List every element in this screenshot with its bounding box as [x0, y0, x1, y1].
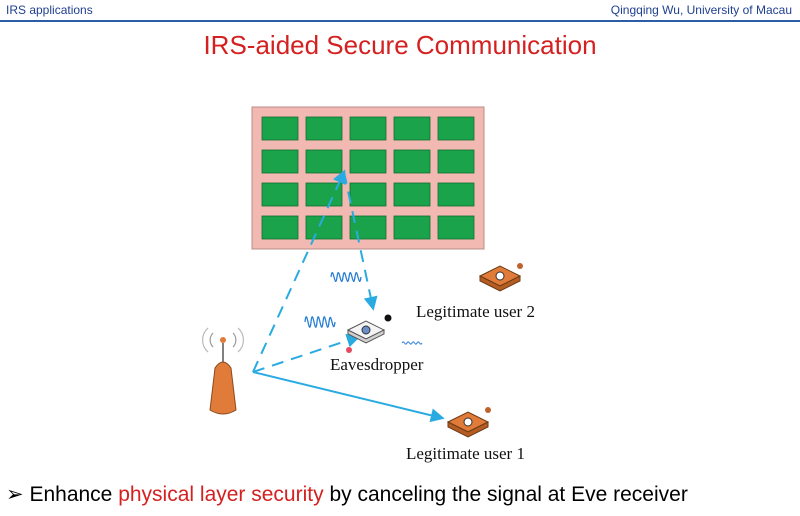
irs-element — [349, 149, 387, 174]
irs-element — [437, 149, 475, 174]
irs-element — [261, 116, 299, 141]
legit-user-1-label: Legitimate user 1 — [406, 444, 525, 463]
irs-element-grid — [261, 116, 475, 240]
irs-element — [349, 182, 387, 207]
waveform-icon — [330, 272, 362, 282]
irs-element — [261, 215, 299, 240]
bullet-text-before: Enhance — [29, 483, 119, 506]
slide-title: IRS-aided Secure Communication — [203, 30, 597, 60]
eavesdropper-label: Eavesdropper — [330, 355, 424, 374]
legit-user-2-label: Legitimate user 2 — [416, 302, 535, 321]
bullet-point: ➢ Enhance physical layer security by can… — [6, 482, 688, 507]
bs-to-irs-path — [252, 169, 346, 373]
header-right-text: Qingqing Wu, University of Macau — [610, 3, 792, 17]
header-left-text: IRS applications — [6, 3, 93, 17]
irs-element — [305, 149, 343, 174]
base-station-icon — [202, 327, 244, 415]
bs-to-user1-path — [252, 371, 445, 423]
irs-element — [261, 149, 299, 174]
eavesdropper-device-icon — [346, 314, 392, 353]
irs-element — [393, 149, 431, 174]
irs-to-eve-path — [343, 171, 378, 311]
irs-element — [437, 116, 475, 141]
bullet-highlight: physical layer security — [118, 483, 324, 506]
irs-panel-icon — [251, 106, 485, 250]
irs-element — [305, 215, 343, 240]
irs-element — [393, 182, 431, 207]
irs-element — [437, 215, 475, 240]
waveform-icon — [304, 316, 336, 328]
irs-element — [349, 215, 387, 240]
irs-element — [349, 116, 387, 141]
irs-element — [437, 182, 475, 207]
bullet-marker: ➢ — [6, 483, 24, 506]
signal-paths — [252, 169, 445, 423]
irs-element — [305, 116, 343, 141]
user-device-icon — [446, 407, 491, 438]
bullet-text-after: by canceling the signal at Eve receiver — [323, 483, 688, 506]
waveform-icon — [401, 341, 423, 345]
irs-element — [261, 182, 299, 207]
user-device-icon — [478, 263, 523, 292]
irs-element — [393, 116, 431, 141]
irs-element — [393, 215, 431, 240]
irs-element — [305, 182, 343, 207]
header-divider — [0, 20, 800, 22]
